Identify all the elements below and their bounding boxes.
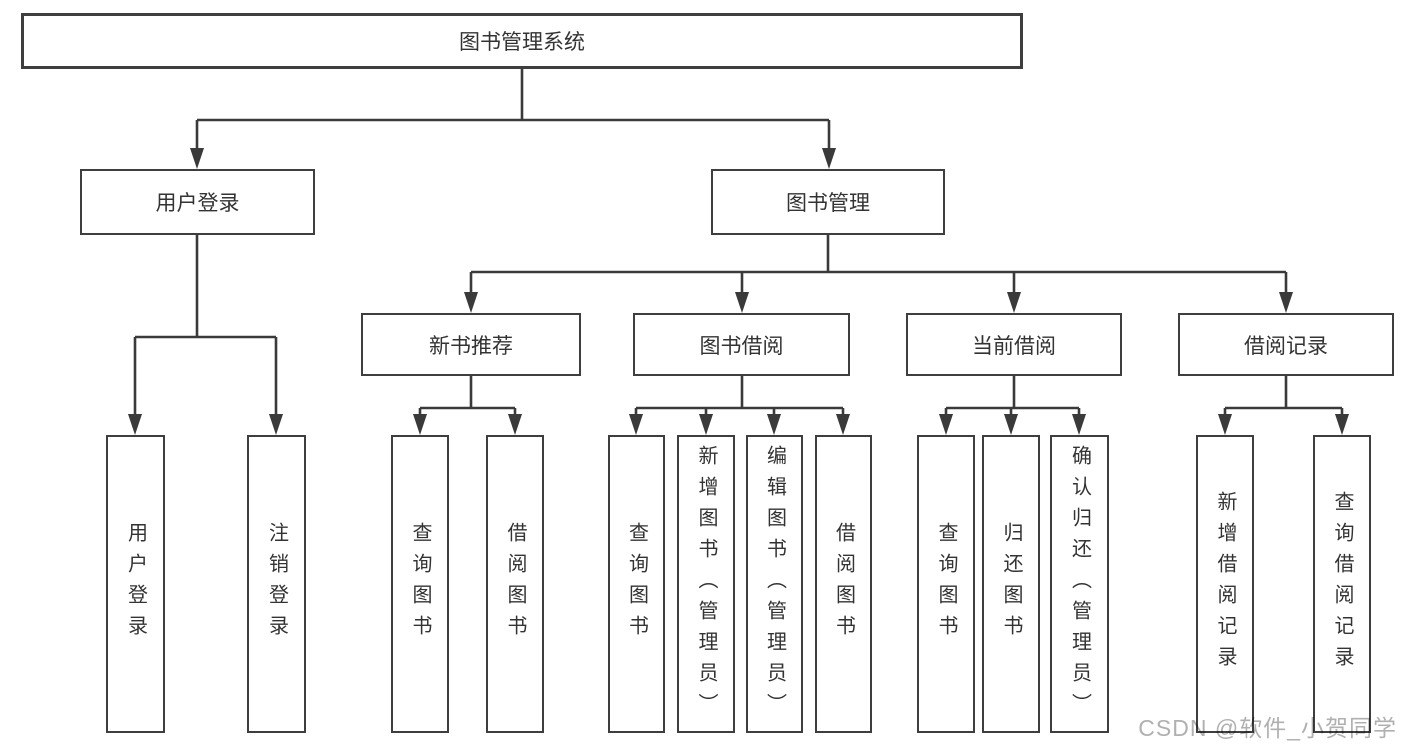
node-label: 归还图书 [1000,522,1022,646]
leaf-current-return-books: 归还图书 [982,435,1040,733]
node-label: 编辑图书（管理员） [763,444,786,724]
leaf-current-query-books: 查询图书 [917,435,975,733]
leaf-records-add-record: 新增借阅记录 [1196,435,1254,733]
node-label: 借阅记录 [1244,334,1328,358]
node-label: 用户登录 [155,192,240,215]
leaf-recommend-borrow-books: 借阅图书 [486,435,544,733]
node-label: 查询图书 [625,522,648,646]
node-label: 用户登录 [124,522,147,646]
leaf-user-login: 用户登录 [106,435,165,733]
connector-paths [133,69,1344,418]
node-new-book-recommend: 新书推荐 [361,313,581,376]
leaf-borrow-query-books: 查询图书 [608,435,665,733]
node-book-borrow: 图书借阅 [633,313,850,376]
node-label: 查询借阅记录 [1331,491,1353,677]
node-label: 查询图书 [935,522,957,646]
node-label: 确认归还（管理员） [1068,444,1091,724]
node-borrow-records: 借阅记录 [1178,313,1394,376]
node-label: 当前借阅 [972,334,1056,358]
node-label: 图书管理系统 [459,31,585,54]
node-label: 新增图书（管理员） [695,444,717,724]
node-label: 图书借阅 [699,334,784,358]
leaf-borrow-edit-books-admin: 编辑图书（管理员） [746,435,803,733]
node-root-system: 图书管理系统 [21,13,1023,69]
arrowhead-icon [128,148,1349,435]
node-label: 借阅图书 [504,522,526,646]
leaf-current-confirm-return-admin: 确认归还（管理员） [1050,435,1109,733]
node-label: 注销登录 [265,522,288,646]
node-current-borrow: 当前借阅 [906,313,1122,376]
node-user-login-branch: 用户登录 [80,169,315,235]
leaf-borrow-add-books-admin: 新增图书（管理员） [677,435,735,733]
node-label: 借阅图书 [832,522,855,646]
node-label: 新增借阅记录 [1214,491,1236,677]
node-label: 图书管理 [786,192,870,215]
node-label: 查询图书 [409,522,431,646]
watermark: CSDN @软件_小贺同学 [1138,715,1397,741]
leaf-recommend-query-books: 查询图书 [391,435,449,733]
leaf-logout: 注销登录 [247,435,306,733]
leaf-borrow-borrow-books: 借阅图书 [815,435,872,733]
node-label: 新书推荐 [429,334,513,358]
node-book-management-branch: 图书管理 [711,169,945,235]
leaf-records-query-record: 查询借阅记录 [1313,435,1371,733]
